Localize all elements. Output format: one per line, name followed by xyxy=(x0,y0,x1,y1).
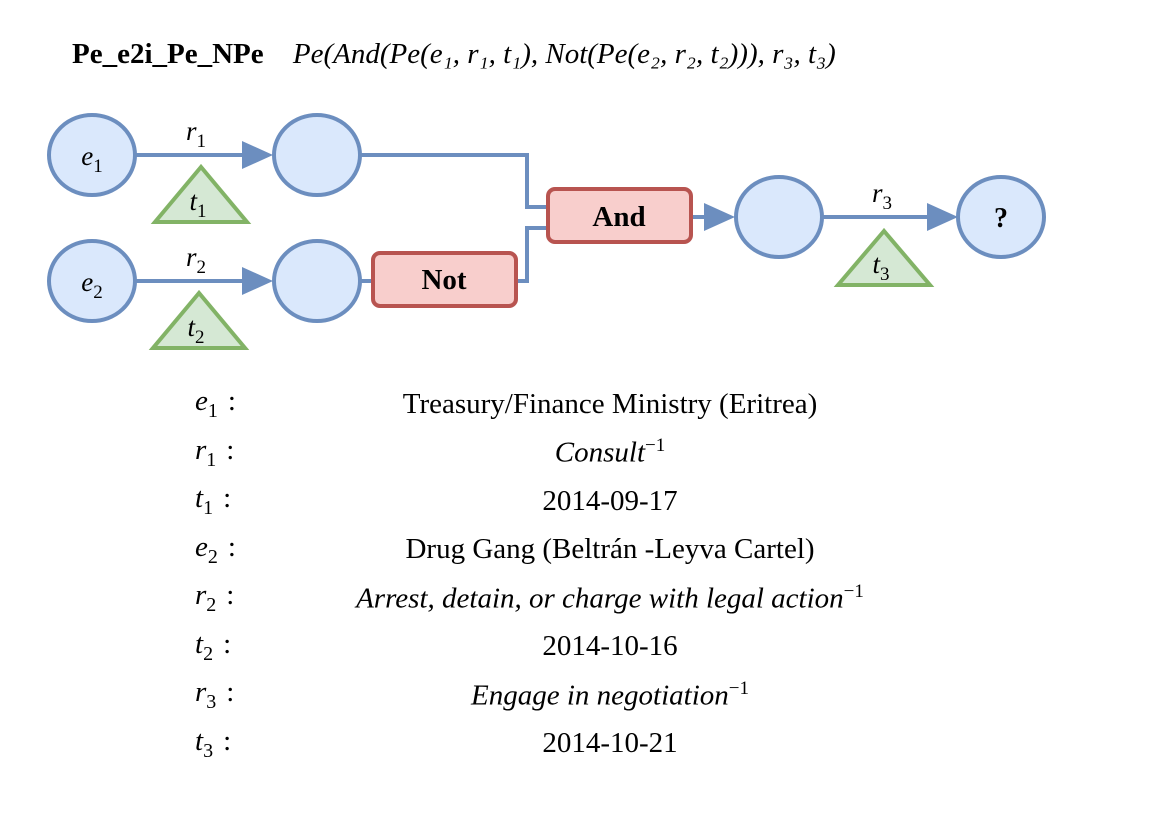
variable-legend: e1: Treasury/Finance Ministry (Eritrea) … xyxy=(195,380,955,768)
relation-label-r2: r2 xyxy=(186,242,206,278)
anchor-node-e1 xyxy=(47,113,137,197)
legend-row-r1: r1: Consult−1 xyxy=(195,429,955,478)
legend-value: 2014-10-21 xyxy=(542,727,678,760)
intermediate-node-3 xyxy=(734,175,824,259)
legend-key: t3: xyxy=(195,724,232,762)
time-label-t2: t2 xyxy=(187,312,204,348)
edge-to-and-top xyxy=(360,153,548,209)
relation-label-r3: r3 xyxy=(872,178,892,214)
legend-value: Engage in negotiation−1 xyxy=(471,677,749,712)
answer-node xyxy=(956,175,1046,259)
time-triangle-t1 xyxy=(150,163,252,224)
legend-value: Drug Gang (Beltrán -Leyva Cartel) xyxy=(405,533,815,566)
not-operator-label: Not xyxy=(421,264,466,296)
legend-row-r3: r3: Engage in negotiation−1 xyxy=(195,671,955,720)
anchor-node-e2 xyxy=(47,239,137,323)
legend-key: e2: xyxy=(195,530,236,568)
legend-row-t2: t2: 2014-10-16 xyxy=(195,623,955,672)
legend-row-t3: t3: 2014-10-21 xyxy=(195,720,955,769)
legend-key: r3: xyxy=(195,676,235,714)
arrowhead-r3 xyxy=(927,203,958,231)
legend-row-e2: e2: Drug Gang (Beltrán -Leyva Cartel) xyxy=(195,526,955,575)
legend-key: t2: xyxy=(195,627,232,665)
legend-value: Arrest, detain, or charge with legal act… xyxy=(356,580,864,615)
answer-label: ? xyxy=(994,203,1008,234)
query-title: Pe_e2i_Pe_NPe Pe(And(Pe(e₁, r₁, t₁), Not… xyxy=(72,38,836,71)
query-name: Pe_e2i_Pe_NPe xyxy=(72,38,264,70)
legend-row-t1: t1: 2014-09-17 xyxy=(195,477,955,526)
legend-row-r2: r2: Arrest, detain, or charge with legal… xyxy=(195,574,955,623)
arrowhead-r2 xyxy=(242,267,273,295)
time-label-t3: t3 xyxy=(872,249,889,285)
relation-label-r1: r1 xyxy=(186,116,206,152)
legend-value: 2014-10-16 xyxy=(542,630,678,663)
legend-value: Consult−1 xyxy=(554,435,666,470)
query-diagram: e1 e2 ? Not And r1 r2 r3 t1 t2 t3 xyxy=(47,113,1046,350)
arrowhead-r1 xyxy=(242,141,273,169)
anchor-label-e1: e1 xyxy=(81,141,102,177)
edge-to-and-bottom xyxy=(516,226,548,283)
not-operator-box xyxy=(371,251,518,308)
query-formula: Pe(And(Pe(e₁, r₁, t₁), Not(Pe(e₂, r₂, t₂… xyxy=(292,38,836,70)
legend-key: r2: xyxy=(195,579,235,617)
and-operator-box xyxy=(546,187,693,244)
anchor-label-e2: e2 xyxy=(81,267,102,303)
legend-value: 2014-09-17 xyxy=(542,484,678,517)
legend-value: Treasury/Finance Ministry (Eritrea) xyxy=(402,387,818,420)
intermediate-node-1 xyxy=(272,113,362,197)
time-triangle-t2 xyxy=(148,289,250,350)
time-triangle-t3 xyxy=(833,227,935,287)
legend-key: t1: xyxy=(195,482,232,520)
legend-key: r1: xyxy=(195,433,235,471)
legend-key: e1: xyxy=(195,385,236,423)
intermediate-node-2 xyxy=(272,239,362,323)
and-operator-label: And xyxy=(592,201,645,233)
arrowhead-and-out xyxy=(704,203,735,231)
time-label-t1: t1 xyxy=(189,186,206,222)
legend-row-e1: e1: Treasury/Finance Ministry (Eritrea) xyxy=(195,380,955,429)
